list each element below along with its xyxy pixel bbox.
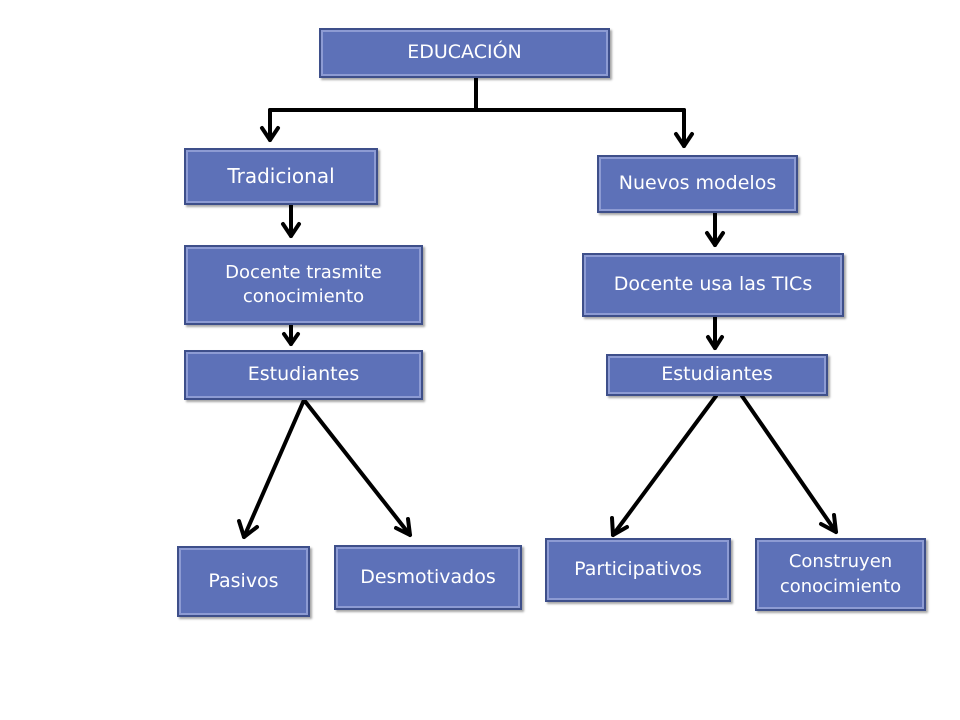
node-docente-trasmite: Docente trasmite conocimiento <box>184 245 423 325</box>
node-nuevos-modelos: Nuevos modelos <box>597 155 798 213</box>
arrowhead-traditional <box>260 126 280 142</box>
arrowhead-participative <box>610 516 629 537</box>
node-estudiantes-left: Estudiantes <box>184 350 423 400</box>
node-desmotivados: Desmotivados <box>334 545 522 610</box>
connector-students-unmotivated <box>302 398 412 537</box>
arrowhead-new-models <box>674 132 694 148</box>
node-estudiantes-right: Estudiantes <box>606 354 828 396</box>
node-nuevos-modelos-label: Nuevos modelos <box>618 172 777 195</box>
node-estudiantes-right-label: Estudiantes <box>661 363 773 386</box>
arrowhead-students-left <box>282 332 300 346</box>
node-estudiantes-left-label: Estudiantes <box>247 363 360 386</box>
node-pasivos: Pasivos <box>177 546 310 617</box>
arrowhead-teacher-transmits <box>281 222 301 238</box>
node-tradicional: Tradicional <box>184 148 378 205</box>
arrowhead-students-right <box>706 335 724 350</box>
node-construyen-label: Construyen conocimiento <box>779 551 902 597</box>
connector-students-passive <box>242 398 306 539</box>
node-construyen: Construyen conocimiento <box>755 538 926 611</box>
arrowhead-unmotivated <box>394 517 412 537</box>
arrowhead-passive <box>237 519 259 539</box>
node-docente-tics-label: Docente usa las TICs <box>613 273 813 296</box>
node-participativos: Participativos <box>545 538 731 602</box>
connector-students-participative <box>611 394 718 537</box>
node-educacion-label: EDUCACIÓN <box>407 41 522 64</box>
node-educacion: EDUCACIÓN <box>319 28 610 78</box>
node-docente-trasmite-label: Docente trasmite conocimiento <box>225 261 382 307</box>
arrowhead-teacher-tics <box>705 231 725 247</box>
connector-students-build <box>740 394 838 534</box>
node-pasivos-label: Pasivos <box>208 569 279 592</box>
node-tradicional-label: Tradicional <box>227 164 335 188</box>
arrowhead-build <box>819 513 838 534</box>
node-docente-tics: Docente usa las TICs <box>582 253 844 317</box>
node-participativos-label: Participativos <box>574 558 702 581</box>
node-desmotivados-label: Desmotivados <box>360 565 496 588</box>
